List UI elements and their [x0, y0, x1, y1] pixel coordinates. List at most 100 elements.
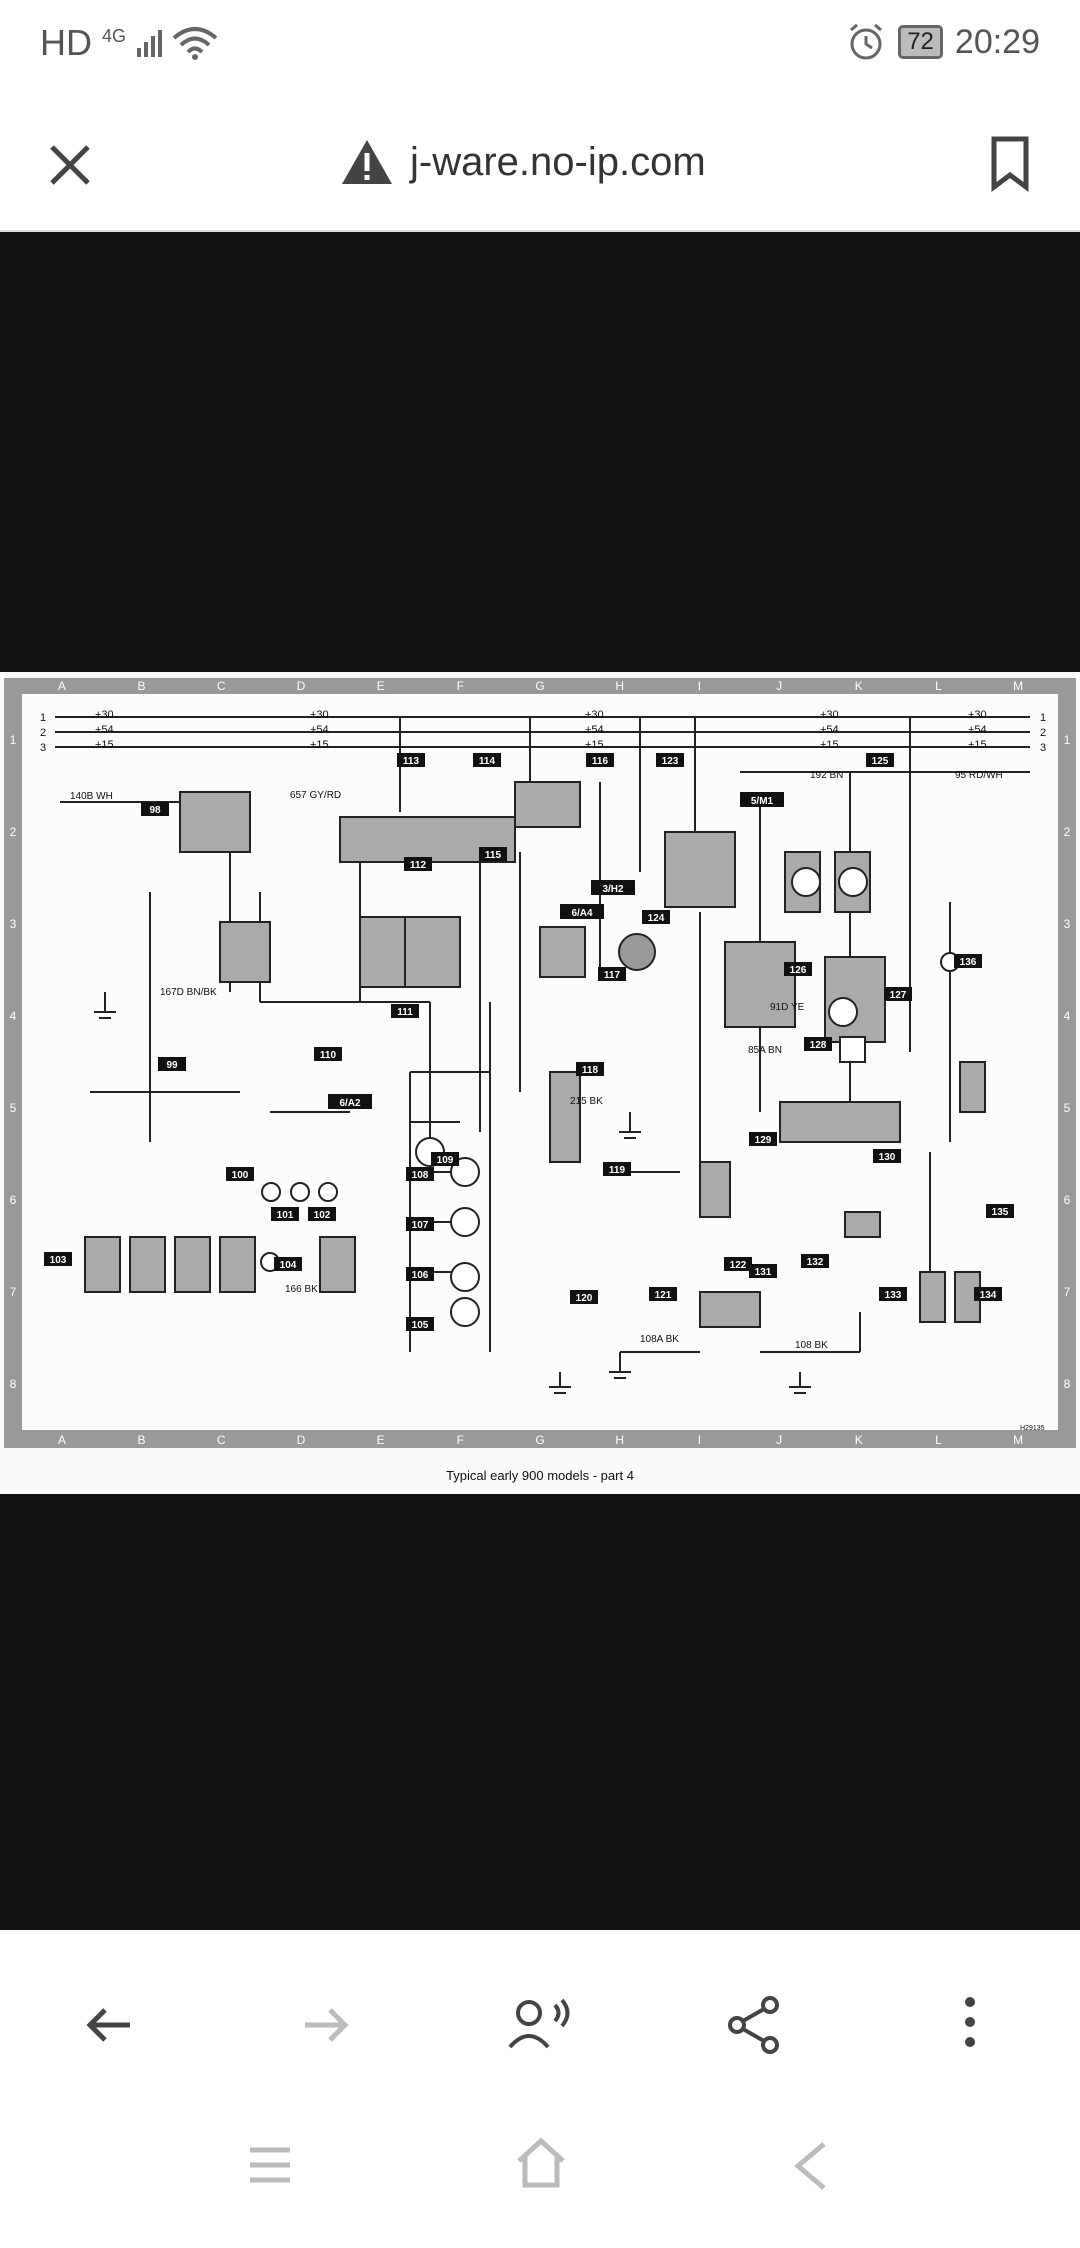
- component-tag: 127: [884, 987, 912, 1001]
- component-tag-label: 136: [960, 957, 977, 968]
- component-tag-label: 124: [648, 913, 665, 924]
- url-display[interactable]: j-ware.no-ip.com: [340, 138, 706, 186]
- component-tag: 123: [656, 753, 684, 767]
- component-tag: 128: [804, 1037, 832, 1051]
- component-tag: 109: [431, 1152, 459, 1166]
- image-letterbox-top: [0, 232, 1080, 672]
- bookmark-icon[interactable]: [980, 133, 1040, 193]
- component-tag: 133: [879, 1287, 907, 1301]
- url-text: j-ware.no-ip.com: [410, 139, 706, 184]
- grid-col-label: C: [217, 679, 226, 693]
- ground-symbols: [94, 992, 811, 1394]
- component-tag-label: 110: [320, 1050, 337, 1061]
- component-tag-label: 106: [412, 1270, 429, 1281]
- signal-icon: [137, 30, 163, 57]
- component-tag: 108: [406, 1167, 434, 1181]
- component-tag: 125: [866, 753, 894, 767]
- grid-col-label: F: [457, 1433, 464, 1447]
- more-options-icon[interactable]: [955, 1992, 985, 2052]
- rail-label: +15: [310, 739, 329, 751]
- component-tag-label: 112: [410, 860, 427, 871]
- component-tag-label: 109: [437, 1155, 454, 1166]
- browser-bottom-bar: [0, 1940, 1080, 2248]
- rail-label: +54: [820, 724, 839, 736]
- share-icon[interactable]: [725, 1995, 785, 2055]
- network-label: HD: [40, 22, 92, 63]
- reference-tag: 6/A4: [560, 904, 604, 919]
- grid-row-label: 5: [10, 1101, 17, 1115]
- grid-col-label: E: [377, 1433, 385, 1447]
- home-icon[interactable]: [513, 2135, 569, 2191]
- grid-col-label: A: [58, 1433, 66, 1447]
- grid-col-label: K: [855, 679, 863, 693]
- grid-col-label: I: [698, 1433, 701, 1447]
- motor-symbols: [415, 867, 868, 1327]
- reference-tag: 5/M1: [740, 792, 784, 807]
- grid-row-label: 8: [10, 1377, 17, 1391]
- component-tag: 102: [308, 1207, 336, 1221]
- component-tag: 113: [397, 753, 425, 767]
- wire-label: 215 BK: [570, 1096, 603, 1107]
- component-tag-label: 134: [980, 1290, 997, 1301]
- component-tag: 116: [586, 753, 614, 767]
- image-letterbox-bottom: [0, 1494, 1080, 1930]
- component-tag: 101: [271, 1207, 299, 1221]
- wire-label: 657 GY/RD: [290, 790, 341, 801]
- component-tag-label: 99: [166, 1060, 178, 1071]
- component-tag-label: 119: [609, 1165, 626, 1176]
- component-tag-label: 125: [872, 756, 889, 767]
- rail-label: +15: [968, 739, 987, 751]
- component-tag-label: 129: [755, 1135, 772, 1146]
- clock: 20:29: [954, 22, 1040, 61]
- grid-col-label: B: [138, 1433, 146, 1447]
- rail-label: +30: [95, 709, 114, 721]
- signal-type-label: 4G: [102, 25, 127, 46]
- wifi-icon: [172, 27, 218, 60]
- component-tag: 114: [473, 753, 501, 767]
- component-tag: 115: [479, 847, 507, 861]
- component-tag-label: 104: [280, 1260, 297, 1271]
- component-tag-label: 98: [149, 805, 161, 816]
- close-icon[interactable]: [40, 135, 100, 195]
- rail-label: +15: [95, 739, 114, 751]
- component-tag-label: 100: [232, 1170, 249, 1181]
- alarm-icon: [850, 23, 883, 60]
- system-back-icon[interactable]: [790, 2138, 830, 2194]
- component-tag: 132: [801, 1254, 829, 1268]
- grid-row-label: 7: [10, 1285, 17, 1299]
- grid-col-label: L: [935, 1433, 942, 1447]
- recent-apps-icon[interactable]: [245, 2140, 295, 2190]
- grid-col-label: H: [615, 679, 624, 693]
- grid-row-label: 4: [10, 1009, 17, 1023]
- rail-number: 1: [1040, 712, 1046, 724]
- back-arrow-icon[interactable]: [80, 2000, 140, 2050]
- grid-col-label: J: [776, 679, 782, 693]
- component-tag: 110: [314, 1047, 342, 1061]
- forward-arrow-icon[interactable]: [295, 2000, 355, 2050]
- grid-row-label: 5: [1064, 1101, 1071, 1115]
- component-tag: 104: [274, 1257, 302, 1271]
- grid-row-label: 4: [1064, 1009, 1071, 1023]
- grid-col-label: F: [457, 679, 464, 693]
- component-tag: 106: [406, 1267, 434, 1281]
- power-rails: [55, 716, 1030, 748]
- component-tag: 99: [158, 1057, 186, 1071]
- grid-col-label: B: [138, 679, 146, 693]
- component-tag: 134: [974, 1287, 1002, 1301]
- wire-label: 192 BN: [810, 770, 843, 781]
- rail-number: 2: [40, 727, 46, 739]
- component-tag: 129: [749, 1132, 777, 1146]
- status-right: 72 20:29: [846, 22, 1040, 62]
- component-tag-label: 111: [397, 1007, 413, 1018]
- read-aloud-icon[interactable]: [505, 1995, 575, 2055]
- grid-row-label: 6: [1064, 1193, 1071, 1207]
- grid-col-label: M: [1013, 1433, 1023, 1447]
